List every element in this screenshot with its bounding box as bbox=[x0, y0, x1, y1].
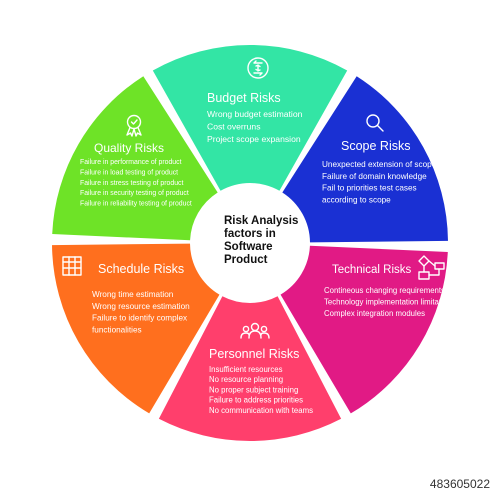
scope-title: Scope Risks bbox=[341, 139, 410, 153]
budget-item: Project scope expansion bbox=[207, 134, 301, 144]
quality-item: Failure in performance of product bbox=[80, 159, 182, 166]
quality-item: Failure in reliability testing of produc… bbox=[80, 201, 192, 208]
budget-item: Cost overruns bbox=[207, 122, 261, 132]
center-title-line: Risk Analysis bbox=[224, 215, 298, 227]
image-id-label: 483605022 bbox=[429, 477, 490, 491]
scope-item: Unexpected extension of scope bbox=[322, 160, 437, 169]
quality-item: Failure in security testing of product bbox=[80, 190, 189, 197]
award-badge-icon bbox=[126, 114, 142, 137]
segment-budget bbox=[152, 45, 348, 191]
budget-item: Wrong budget estimation bbox=[207, 109, 303, 119]
quality-item: Failure in stress testing of product bbox=[80, 180, 183, 187]
center-title-line: Software bbox=[224, 241, 273, 253]
personnel-item: Failure to address priorities bbox=[209, 396, 303, 405]
personnel-item: No communication with teams bbox=[209, 406, 313, 415]
schedule-item: Wrong time estimation bbox=[92, 290, 174, 299]
scope-item: Fail to priorities test cases bbox=[322, 184, 417, 193]
center-title-line: factors in bbox=[224, 228, 276, 240]
money-exchange-icon bbox=[247, 57, 269, 79]
technical-title: Technical Risks bbox=[332, 264, 411, 276]
quality-item: Failure in load testing of product bbox=[80, 169, 178, 176]
center-title-line: Product bbox=[224, 254, 268, 266]
center-circle bbox=[192, 185, 308, 301]
personnel-item: No resource planning bbox=[209, 375, 283, 384]
segment-schedule bbox=[52, 243, 220, 414]
technical-item: Complex integration modules bbox=[324, 309, 425, 318]
segment-quality bbox=[52, 76, 218, 241]
schedule-title: Schedule Risks bbox=[98, 262, 184, 276]
personnel-item: No proper subject training bbox=[209, 385, 298, 394]
budget-title: Budget Risks bbox=[207, 91, 281, 105]
watermark-strip bbox=[0, 474, 500, 494]
scope-item: Failure of domain knowledge bbox=[322, 172, 427, 181]
magnifier-icon bbox=[366, 114, 384, 132]
team-icon bbox=[240, 322, 270, 339]
technical-item: Technology implementation limitations bbox=[324, 298, 455, 307]
flowchart-icon bbox=[418, 255, 445, 280]
schedule-item: Wrong resource estimation bbox=[92, 302, 190, 311]
technical-item: Contineous changing requirements bbox=[324, 286, 445, 295]
schedule-item: Failure to identify complex bbox=[92, 314, 187, 323]
personnel-title: Personnel Risks bbox=[209, 347, 299, 361]
schedule-item: functionalities bbox=[92, 325, 142, 334]
segment-personnel bbox=[158, 296, 342, 441]
segment-technical bbox=[280, 245, 448, 414]
scope-item: according to scope bbox=[322, 195, 391, 204]
calendar-grid-icon bbox=[62, 256, 82, 276]
segment-scope bbox=[282, 76, 448, 243]
quality-title: Quality Risks bbox=[94, 141, 164, 155]
personnel-item: Insufficient resources bbox=[209, 365, 283, 374]
